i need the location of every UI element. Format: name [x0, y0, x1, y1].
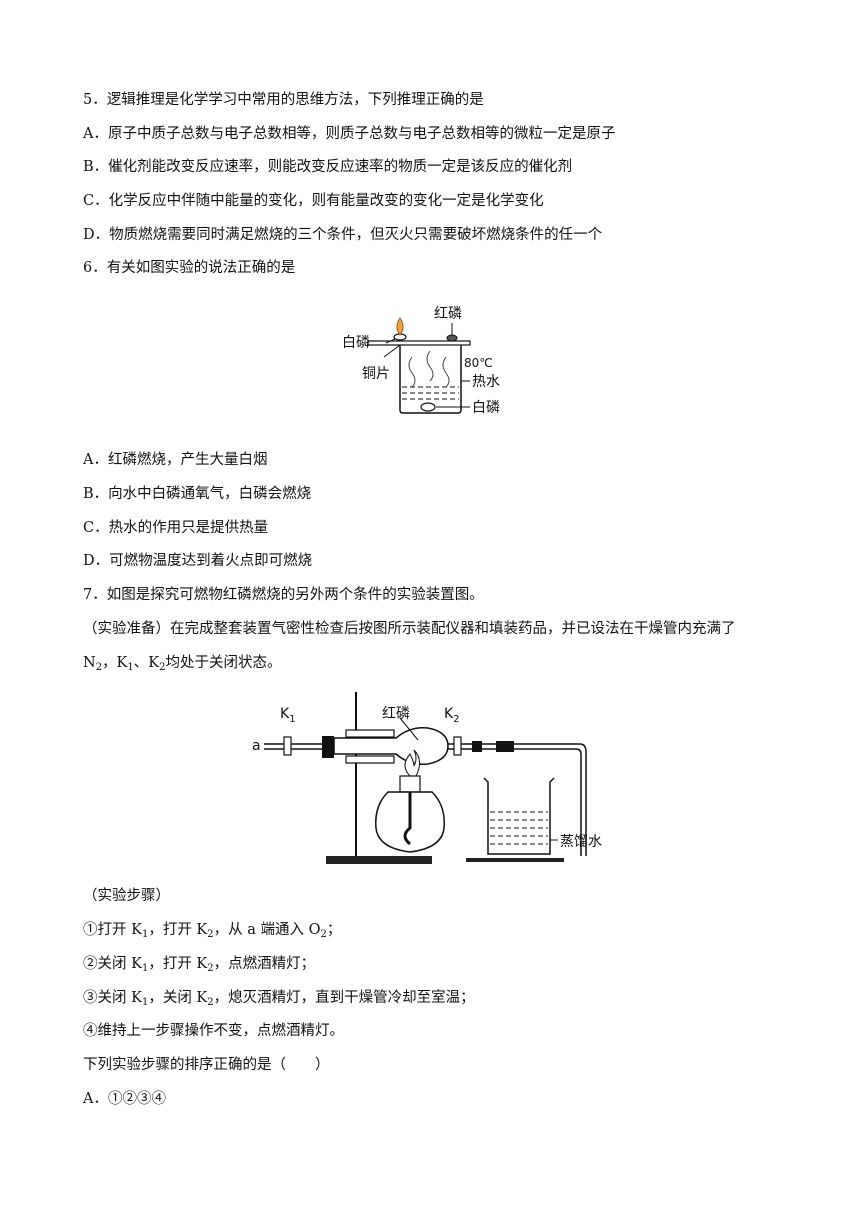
q6-option-d: D．可燃物温度达到着火点即可燃烧	[83, 553, 313, 569]
valve-k1	[283, 736, 292, 756]
flame-icon	[396, 317, 404, 336]
white-phosphorus-underwater	[420, 402, 436, 412]
stopper	[322, 736, 334, 758]
valve-k2	[453, 736, 462, 756]
label-distilled-water: 蒸馏水	[560, 834, 602, 850]
stand-base	[326, 856, 432, 864]
q7-option-a: A．①②③④	[83, 1091, 166, 1107]
label-k2: K2	[444, 706, 460, 725]
beaker	[483, 777, 555, 855]
q7-steps-title: （实验步骤）	[83, 888, 170, 904]
q6-option-b: B．向水中白磷通氧气，白磷会燃烧	[83, 486, 312, 502]
q6-option-a: A．红磷燃烧，产生大量白烟	[83, 452, 268, 468]
beaker	[399, 345, 462, 414]
q7-step-2: ②关闭 K1，打开 K2，点燃酒精灯；	[83, 956, 316, 974]
q7-prep-line2: N2，K1、K2均处于关闭状态。	[83, 655, 282, 673]
label-white-p-bottom: 白磷	[472, 400, 500, 416]
q7-question: 下列实验步骤的排序正确的是（ ）	[83, 1057, 330, 1073]
label-temp: 80℃	[464, 356, 493, 370]
q7-step-1: ①打开 K1，打开 K2，从 a 端通入 O2；	[83, 922, 342, 940]
q5-option-b: B．催化剂能改变反应速率，则能改变反应速率的物质一定是该反应的催化剂	[83, 159, 573, 175]
q7-step-3: ③关闭 K1，关闭 K2，熄灭酒精灯，直到干燥管冷却至室温；	[83, 990, 475, 1008]
label-red-p: 红磷	[434, 306, 462, 322]
q6-option-c: C．热水的作用只是提供热量	[83, 520, 269, 536]
label-k1: K1	[280, 706, 296, 725]
q5-option-d: D．物质燃烧需要同时满足燃烧的三个条件，但灭火只需要破坏燃烧条件的任一个	[83, 227, 603, 243]
red-phosphorus	[446, 334, 458, 342]
q7-step-4: ④维持上一步骤操作不变，点燃酒精灯。	[83, 1023, 344, 1039]
label-a: a	[252, 738, 261, 754]
q5-stem: 5．逻辑推理是化学学习中常用的思维方法，下列推理正确的是	[83, 92, 484, 108]
copper-plate	[367, 340, 471, 346]
label-copper: 铜片	[362, 366, 390, 382]
label-hot-water: 热水	[472, 374, 500, 390]
label-red-p: 红磷	[382, 706, 410, 722]
q7-stem: 7．如图是探究可燃物红磷燃烧的另外两个条件的实验装置图。	[83, 587, 484, 603]
q7-figure: K1 红磷 K2 a 蒸馏水	[252, 692, 602, 864]
label-white-p-top: 白磷	[342, 335, 370, 351]
q5-option-a: A．原子中质子总数与电子总数相等，则质子总数与电子总数相等的微粒一定是原子	[83, 126, 616, 142]
q6-stem: 6．有关如图实验的说法正确的是	[83, 260, 296, 276]
q6-figure: 红磷 白磷 80℃ 铜片 热水 白磷	[342, 306, 500, 416]
flame-icon	[404, 749, 420, 777]
q5-option-c: C．化学反应中伴随中能量的变化，则有能量改变的变化一定是化学变化	[83, 193, 544, 209]
q7-prep-line1: （实验准备）在完成整套装置气密性检查后按图所示装配仪器和填装药品，并已设法在干燥…	[83, 621, 736, 637]
